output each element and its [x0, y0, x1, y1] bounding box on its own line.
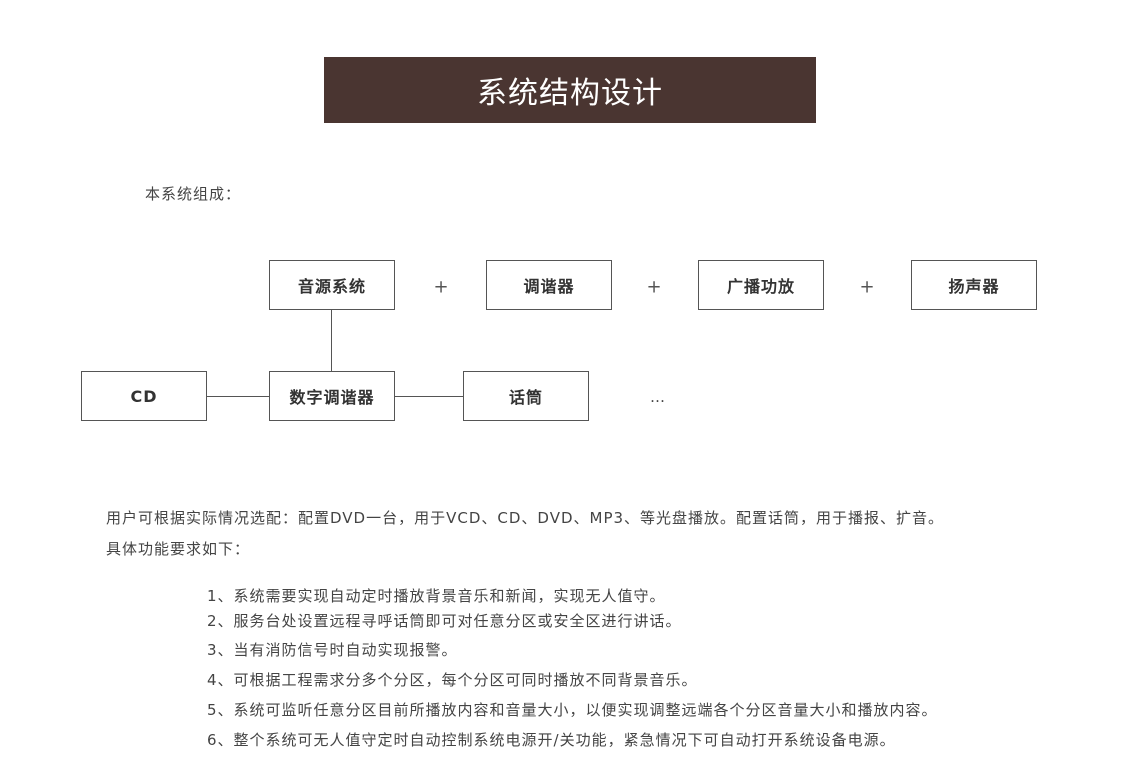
box-tuner: 调谐器	[486, 260, 612, 310]
box-digital-tuner: 数字调谐器	[269, 371, 395, 421]
requirement-item: 6、整个系统可无人值守定时自动控制系统电源开/关功能，紧急情况下可自动打开系统设…	[207, 731, 896, 749]
plus-sign: +	[433, 276, 449, 298]
box-speaker: 扬声器	[911, 260, 1037, 310]
box-amplifier: 广播功放	[698, 260, 824, 310]
connector-line	[331, 310, 332, 371]
connector-line	[206, 396, 269, 397]
requirement-item: 3、当有消防信号时自动实现报警。	[207, 641, 458, 659]
paragraph-line: 具体功能要求如下：	[106, 540, 251, 558]
box-cd: CD	[81, 371, 207, 421]
requirement-item: 2、服务台处设置远程寻呼话筒即可对任意分区或安全区进行讲话。	[207, 612, 682, 630]
connector-line	[394, 396, 463, 397]
requirement-item: 5、系统可监听任意分区目前所播放内容和音量大小，以便实现调整远端各个分区音量大小…	[207, 701, 938, 719]
paragraph-line: 用户可根据实际情况选配：配置DVD一台，用于VCD、CD、DVD、MP3、等光盘…	[106, 509, 945, 527]
requirement-item: 1、系统需要实现自动定时播放背景音乐和新闻，实现无人值守。	[207, 587, 666, 605]
requirement-item: 4、可根据工程需求分多个分区，每个分区可同时播放不同背景音乐。	[207, 671, 698, 689]
page-title: 系统结构设计	[324, 57, 816, 123]
box-microphone: 话筒	[463, 371, 589, 421]
intro-text: 本系统组成：	[145, 185, 242, 203]
plus-sign: +	[859, 276, 875, 298]
plus-sign: +	[646, 276, 662, 298]
ellipsis: …	[650, 388, 666, 406]
box-audio-source: 音源系统	[269, 260, 395, 310]
